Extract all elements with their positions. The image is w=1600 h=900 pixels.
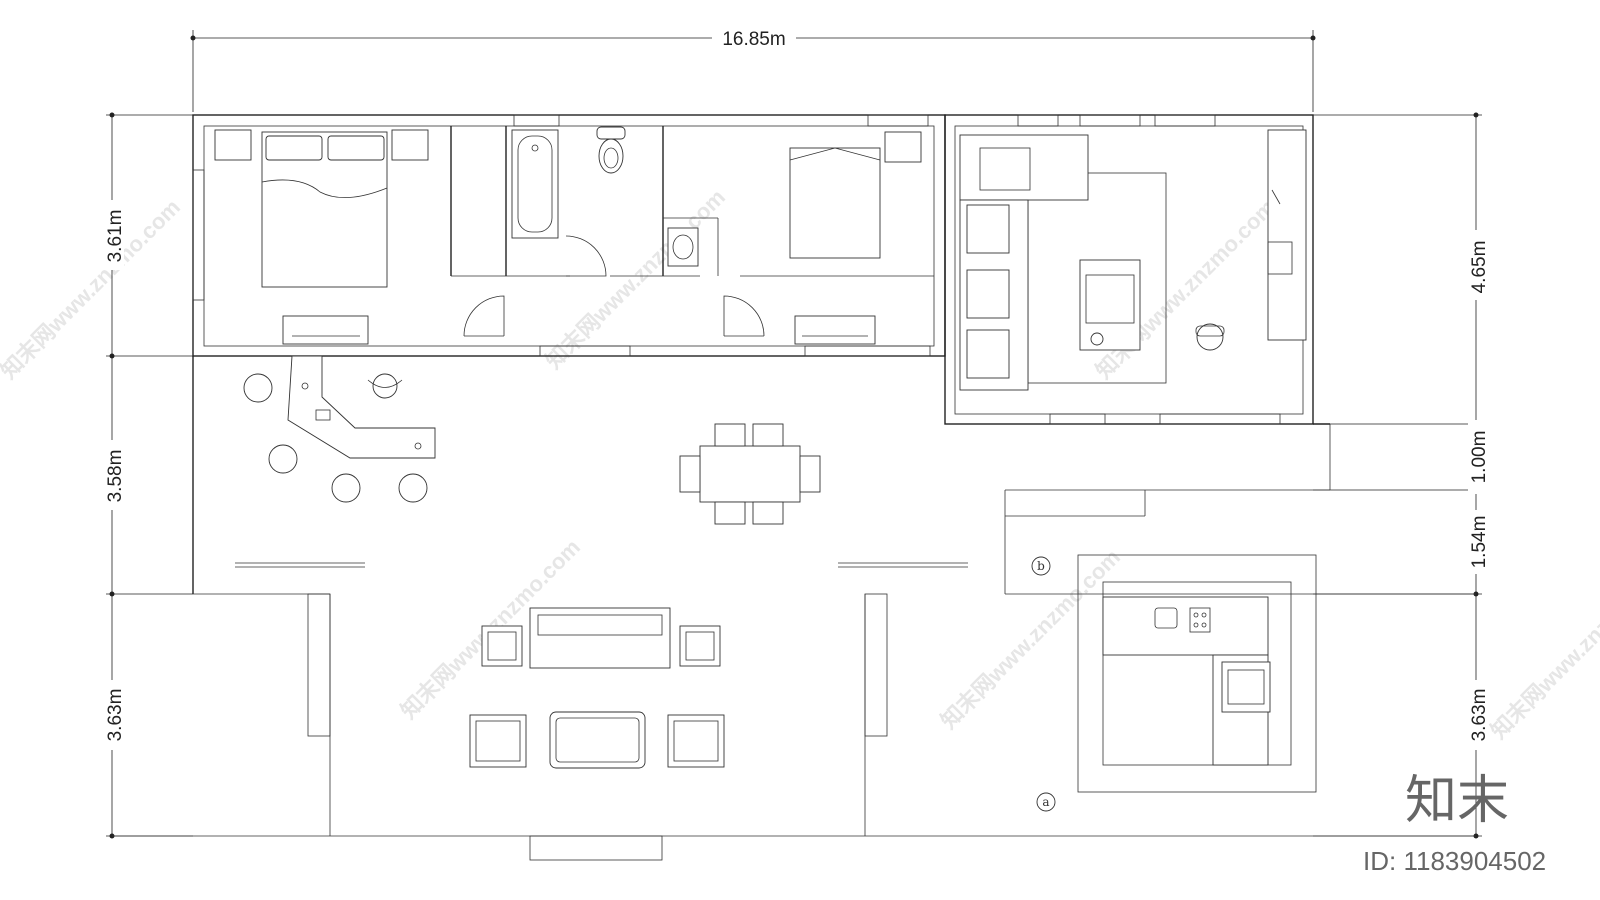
dim-right-middle: 1.54m [1469, 516, 1490, 569]
bedroom-1 [214, 129, 429, 345]
kitchen: b a [1031, 554, 1317, 812]
dim-left-middle: 3.58m [105, 450, 126, 503]
image-id: ID: 1183904502 [1363, 846, 1546, 876]
watermark-text: 知末网www.znzmo.com [541, 184, 730, 373]
dim-right-top: 4.65m [1469, 241, 1490, 294]
dim-overall-width: 16.85m [722, 29, 785, 50]
dining-table [679, 423, 821, 525]
study-desk [243, 355, 436, 503]
dimension-lines: 16.85m 3.61m 3.58m 3.63m 4.65m 1. [104, 26, 1490, 839]
watermark-text: 知末网www.znzmo.com [936, 544, 1125, 733]
marker-b: b [1037, 559, 1045, 573]
dim-right-bottom: 3.63m [1469, 689, 1490, 742]
bathroom [511, 126, 699, 267]
bedroom-2 [789, 131, 922, 345]
dim-left-top: 3.61m [105, 210, 126, 263]
marker-a: a [1042, 795, 1049, 809]
watermark-text: 知末网www.znzmo.com [0, 194, 185, 383]
dim-left-bottom: 3.63m [105, 689, 126, 742]
logo-text: 知末 [1405, 771, 1509, 831]
lounge-furniture [469, 607, 725, 769]
brand-logo: 知末 ID: 1183904502 [1363, 771, 1546, 876]
living-room [959, 129, 1307, 391]
watermark-text: 知末网www.znzmo.com [1486, 554, 1600, 743]
dim-right-gap: 1.00m [1469, 431, 1490, 484]
